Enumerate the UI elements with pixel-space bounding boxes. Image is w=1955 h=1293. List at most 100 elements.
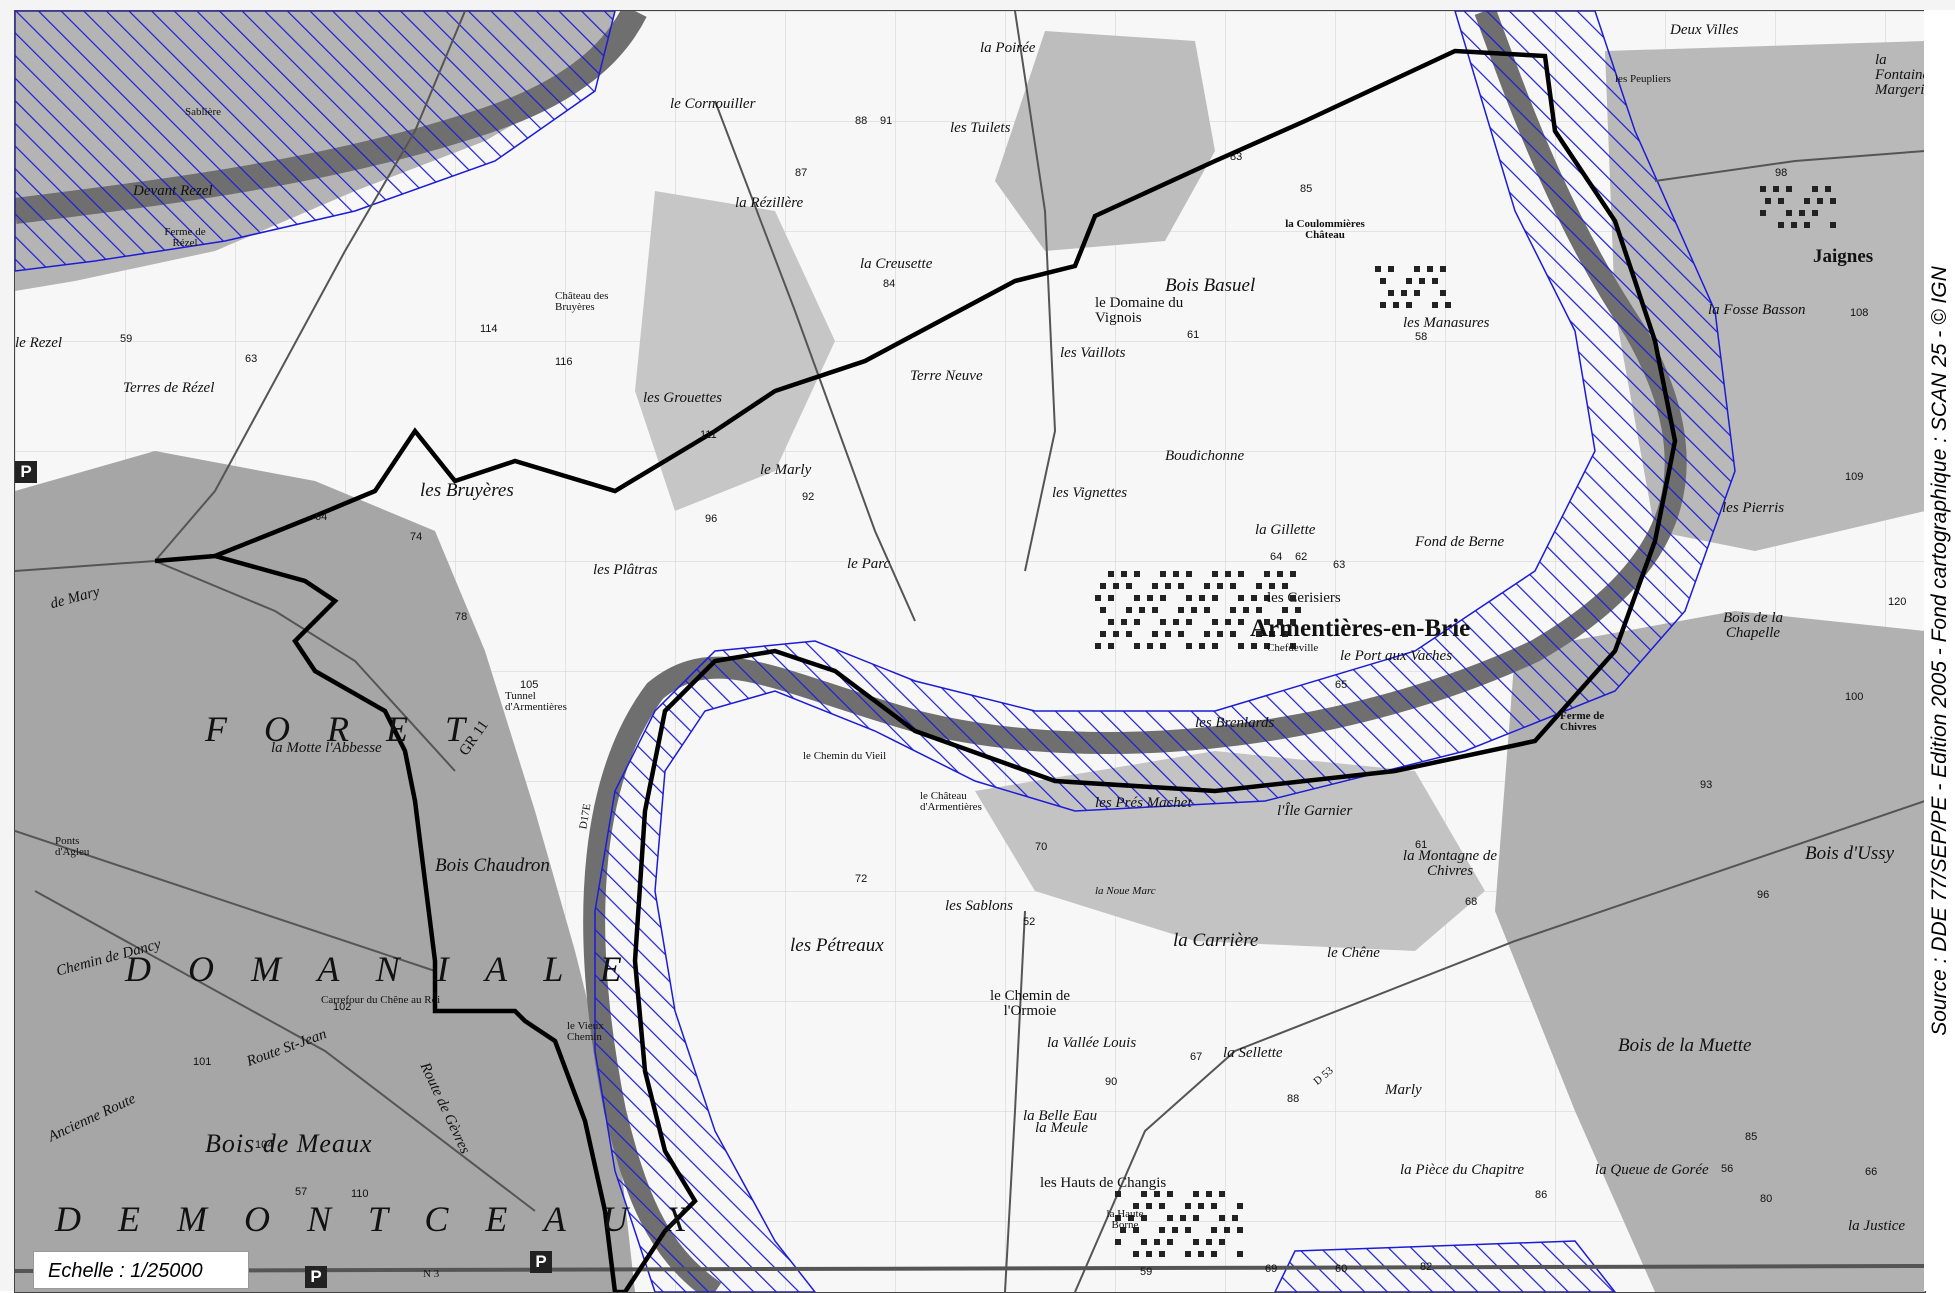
altitude-label: 101 — [193, 1056, 212, 1068]
building — [1204, 631, 1210, 637]
place-label-deux-villes: Deux Villes — [1670, 22, 1739, 38]
place-label-bois-de-la-chapelle: Bois de la Chapelle — [1723, 610, 1783, 641]
building — [1282, 631, 1288, 637]
place-label-terres-de-rezel: Terres de Rézel — [123, 380, 215, 396]
place-label-armentieres: Armentières-en-Brie — [1250, 615, 1471, 642]
place-label-la-motte: la Motte l'Abbesse — [271, 740, 382, 756]
building — [1134, 571, 1140, 577]
altitude-label: 114 — [480, 323, 498, 335]
building — [1191, 607, 1197, 613]
forest-areas — [15, 11, 1925, 1292]
building — [1264, 571, 1270, 577]
building — [1825, 186, 1831, 192]
building — [1159, 1251, 1165, 1257]
altitude-label: 111 — [700, 429, 717, 441]
place-label-la-sellette: la Sellette — [1223, 1045, 1283, 1061]
place-label-la-justice: la Justice — [1848, 1218, 1906, 1234]
building — [1133, 1227, 1139, 1233]
building — [1290, 619, 1296, 625]
building — [1238, 571, 1244, 577]
altitude-label: 85 — [1300, 183, 1313, 195]
building — [1204, 607, 1210, 613]
place-label-piece-du-chapitre: la Pièce du Chapitre — [1400, 1162, 1524, 1178]
scale-label: Echelle : 1/25000 — [48, 1260, 203, 1282]
scale-box: Echelle : 1/25000 — [33, 1251, 249, 1289]
building — [1217, 631, 1223, 637]
building — [1212, 595, 1218, 601]
building — [1388, 266, 1394, 272]
building — [1193, 1191, 1199, 1197]
altitude-label: 69 — [1265, 1263, 1278, 1275]
building — [1419, 278, 1425, 284]
building — [1147, 643, 1153, 649]
building — [1108, 619, 1114, 625]
topographic-map[interactable]: Armentières-en-Brie Jaignes F O R E T D … — [14, 10, 1926, 1293]
building — [1095, 595, 1101, 601]
building — [1804, 222, 1810, 228]
building — [1804, 198, 1810, 204]
place-label-carrefour: Carrefour du Chêne au Roi — [321, 994, 441, 1006]
place-label-le-chene: le Chêne — [1327, 945, 1380, 961]
parking-icon: P — [305, 1266, 327, 1288]
altitude-label: 88 — [1287, 1093, 1300, 1105]
altitude-label: 92 — [802, 491, 815, 503]
place-label-le-cornouiller: le Cornouiller — [670, 96, 756, 112]
building — [1212, 571, 1218, 577]
building — [1237, 1227, 1243, 1233]
place-label-les-manasures: les Manasures — [1403, 315, 1490, 331]
building — [1219, 1239, 1225, 1245]
altitude-label: 63 — [245, 353, 258, 365]
place-label-chateau-bruyeres: Château des Bruyères — [555, 290, 609, 313]
place-label-fontaine-margerie: la Fontaine Margerie — [1875, 52, 1926, 98]
building — [1256, 607, 1262, 613]
building — [1791, 222, 1797, 228]
place-label-haute-borne: la Haute Borne — [1106, 1208, 1144, 1231]
building — [1812, 186, 1818, 192]
building — [1128, 1215, 1134, 1221]
building — [1185, 1203, 1191, 1209]
building — [1277, 571, 1283, 577]
building — [1186, 619, 1192, 625]
building — [1185, 1227, 1191, 1233]
building — [1432, 278, 1438, 284]
altitude-label: 66 — [1865, 1166, 1878, 1178]
place-label-le-parc: le Parc — [847, 556, 891, 572]
building — [1178, 607, 1184, 613]
building — [1159, 1227, 1165, 1233]
altitude-label: 72 — [855, 873, 868, 885]
altitude-label: 105 — [520, 679, 539, 691]
building — [1440, 290, 1446, 296]
building — [1269, 631, 1275, 637]
building — [1141, 1239, 1147, 1245]
altitude-label: 59 — [120, 333, 133, 345]
building — [1219, 1191, 1225, 1197]
place-label-la-coulommieres: la Coulommières Château — [1285, 218, 1365, 241]
building — [1095, 643, 1101, 649]
building — [1414, 290, 1420, 296]
building — [1113, 631, 1119, 637]
building — [1230, 607, 1236, 613]
place-label-les-cerisiers: les Cerisiers — [1267, 590, 1341, 606]
place-label-sabliere: Sablière — [185, 106, 222, 118]
building — [1126, 607, 1132, 613]
source-credit-bar: Source : DDE 77/SEP/PE - Edition 2005 - … — [1924, 10, 1955, 1291]
place-label-la-rezillere: la Rézillère — [735, 195, 804, 211]
building — [1186, 571, 1192, 577]
place-label-la-creusette: la Creusette — [860, 256, 933, 272]
building — [1778, 222, 1784, 228]
building — [1126, 631, 1132, 637]
place-label-pres-machet: les Prés Machet — [1095, 795, 1192, 811]
roads — [15, 11, 1925, 1292]
place-label-jaignes: Jaignes — [1813, 246, 1874, 267]
building — [1211, 1203, 1217, 1209]
altitude-label: 102 — [333, 1001, 352, 1013]
altitude-label: 63 — [1333, 559, 1346, 571]
building — [1217, 583, 1223, 589]
building — [1160, 571, 1166, 577]
building — [1185, 1251, 1191, 1257]
building — [1167, 1191, 1173, 1197]
altitude-label: 87 — [795, 167, 808, 179]
building — [1237, 1251, 1243, 1257]
place-label-ponts-dagleu: Ponts d'Agleu — [55, 835, 90, 858]
building — [1765, 198, 1771, 204]
